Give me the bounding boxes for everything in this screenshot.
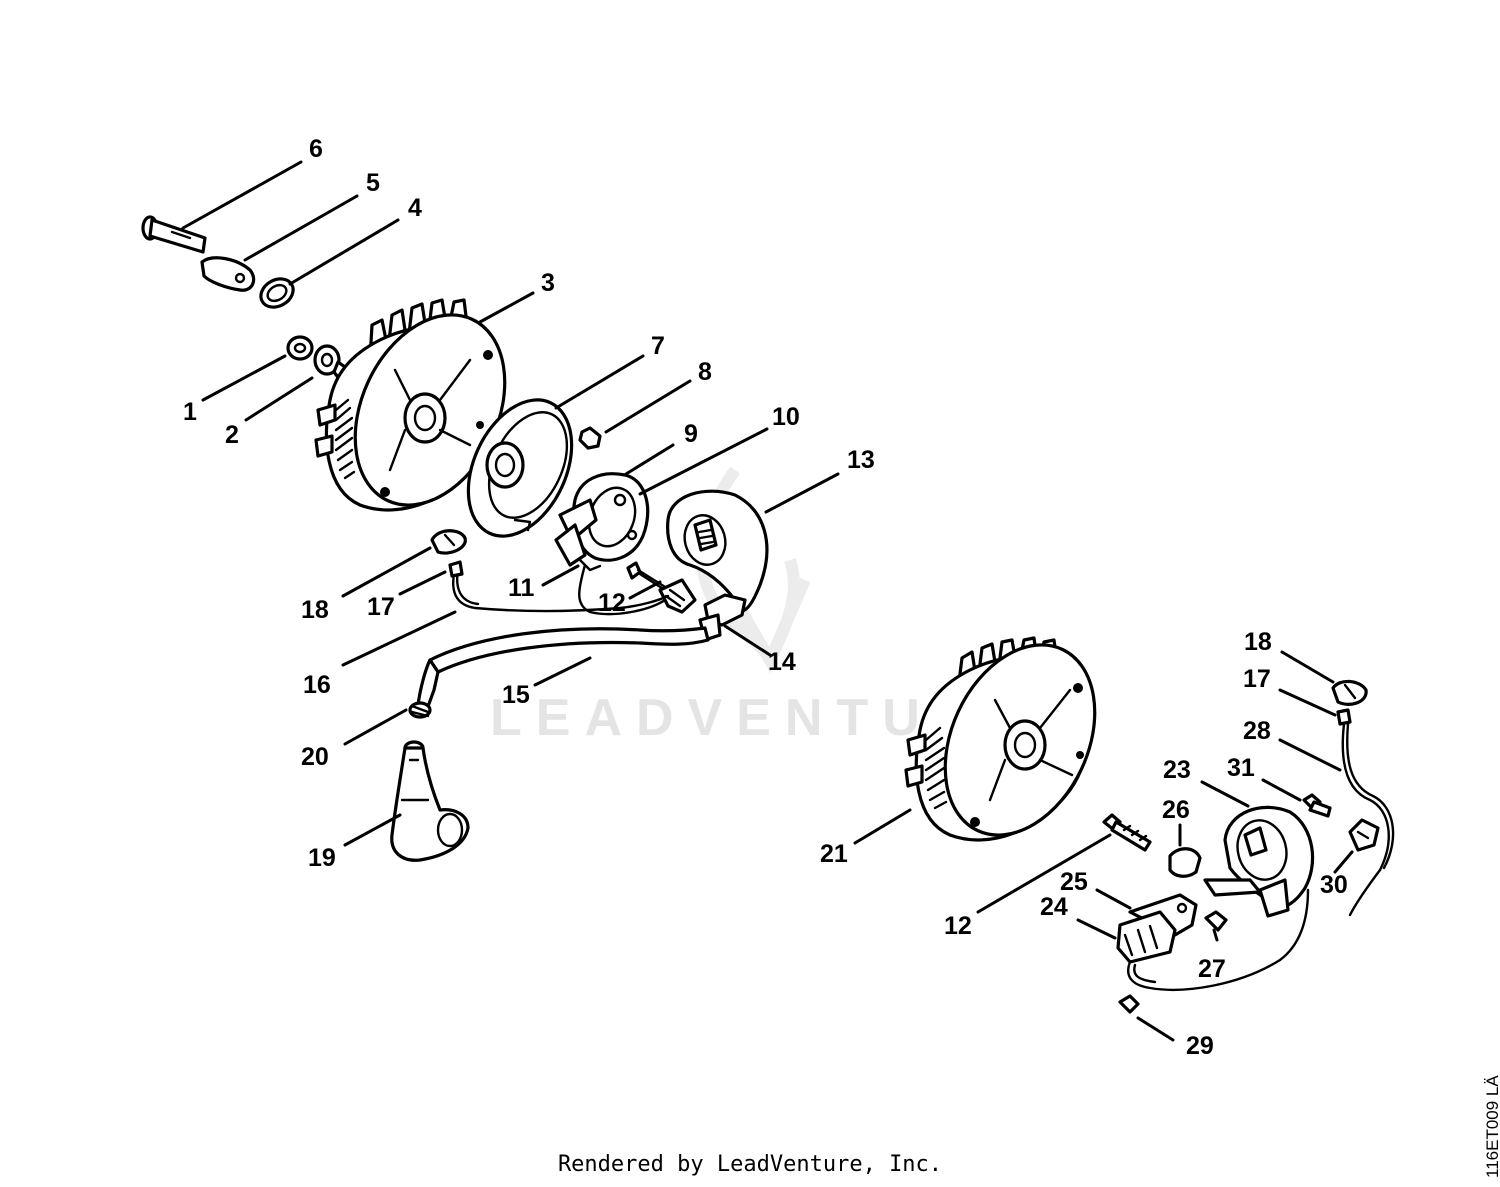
- pin-part-6: [141, 215, 207, 254]
- callout-27: 27: [1198, 955, 1226, 983]
- callout-10: 10: [772, 403, 800, 431]
- callout-8: 8: [698, 358, 712, 386]
- coil-terminal-block: [658, 578, 697, 614]
- ignition-module-part-23: [1203, 805, 1315, 918]
- spring-part-4: [259, 277, 295, 309]
- callout-17-lower: 17: [1243, 665, 1271, 693]
- callout-29: 29: [1186, 1032, 1214, 1060]
- terminal-part-17-lower: [1336, 708, 1352, 726]
- callout-11: 11: [508, 574, 535, 602]
- callout-18: 18: [301, 596, 329, 624]
- callout-7: 7: [651, 332, 665, 360]
- callout-5: 5: [366, 169, 380, 197]
- callout-20: 20: [301, 743, 329, 771]
- spring-part-20: [408, 658, 440, 719]
- callout-31: 31: [1227, 754, 1255, 782]
- screw-part-12-lower: [1102, 813, 1152, 852]
- terminal-part-17: [448, 560, 464, 578]
- cap-part-26: [1168, 847, 1202, 878]
- callout-12: 12: [598, 589, 626, 617]
- screw-part-27: [1204, 910, 1228, 932]
- breaker-lead: [578, 563, 667, 616]
- grommet-part-18: [430, 529, 467, 555]
- callout-19: 19: [308, 844, 336, 872]
- callout-15: 15: [502, 681, 530, 709]
- screw-part-12-upper: [626, 561, 672, 594]
- callout-3: 3: [541, 269, 555, 297]
- render-credit: Rendered by LeadVenture, Inc.: [557, 1152, 943, 1177]
- leader-lines: [181, 160, 1354, 1042]
- callout-24: 24: [1040, 893, 1068, 921]
- condenser-leads: [1127, 888, 1310, 991]
- washer-part-2: [313, 344, 341, 376]
- callout-1: 1: [183, 398, 197, 426]
- callout-17: 17: [367, 593, 395, 621]
- callout-2: 2: [225, 421, 239, 449]
- grommet-part-18-lower: [1331, 679, 1368, 706]
- callout-4: 4: [408, 194, 422, 222]
- ignition-coil-part-13: [666, 489, 769, 613]
- callout-numbers: 6 5 4 3 1 2 7 8 9 10 13 11 12 14 15 16 1…: [183, 135, 1348, 1060]
- callout-6: 6: [309, 135, 323, 163]
- callout-28: 28: [1243, 717, 1271, 745]
- cover-part-7: [466, 398, 574, 538]
- screw-part-29: [1118, 994, 1140, 1014]
- screw-part-31: [1302, 793, 1332, 818]
- callout-23: 23: [1163, 756, 1191, 784]
- breaker-plate-part-9: [554, 472, 650, 572]
- callout-25: 25: [1060, 868, 1088, 896]
- drawing-code: 116ET009 LÄ: [1483, 1075, 1500, 1178]
- pawl-part-5: [200, 256, 256, 292]
- callout-13: 13: [847, 446, 875, 474]
- callout-26: 26: [1162, 796, 1190, 824]
- flywheel-part-21: [904, 636, 1097, 842]
- connector-part-30: [1348, 818, 1380, 852]
- flywheel-part-3: [314, 298, 507, 512]
- callout-14: 14: [768, 648, 796, 676]
- callout-9: 9: [684, 420, 698, 448]
- callout-30: 30: [1320, 871, 1348, 899]
- callout-16: 16: [303, 671, 331, 699]
- plug-boot-part-19: [390, 740, 470, 862]
- screw-part-8: [578, 426, 602, 450]
- ignition-lead-part-15: [428, 626, 710, 674]
- nut-part-1: [286, 335, 314, 361]
- wire-part-28: [1341, 722, 1395, 917]
- condenser-part-24: [1116, 910, 1177, 964]
- callout-21: 21: [820, 840, 848, 868]
- callout-12-lower: 12: [944, 912, 972, 940]
- callout-18-lower: 18: [1244, 628, 1272, 656]
